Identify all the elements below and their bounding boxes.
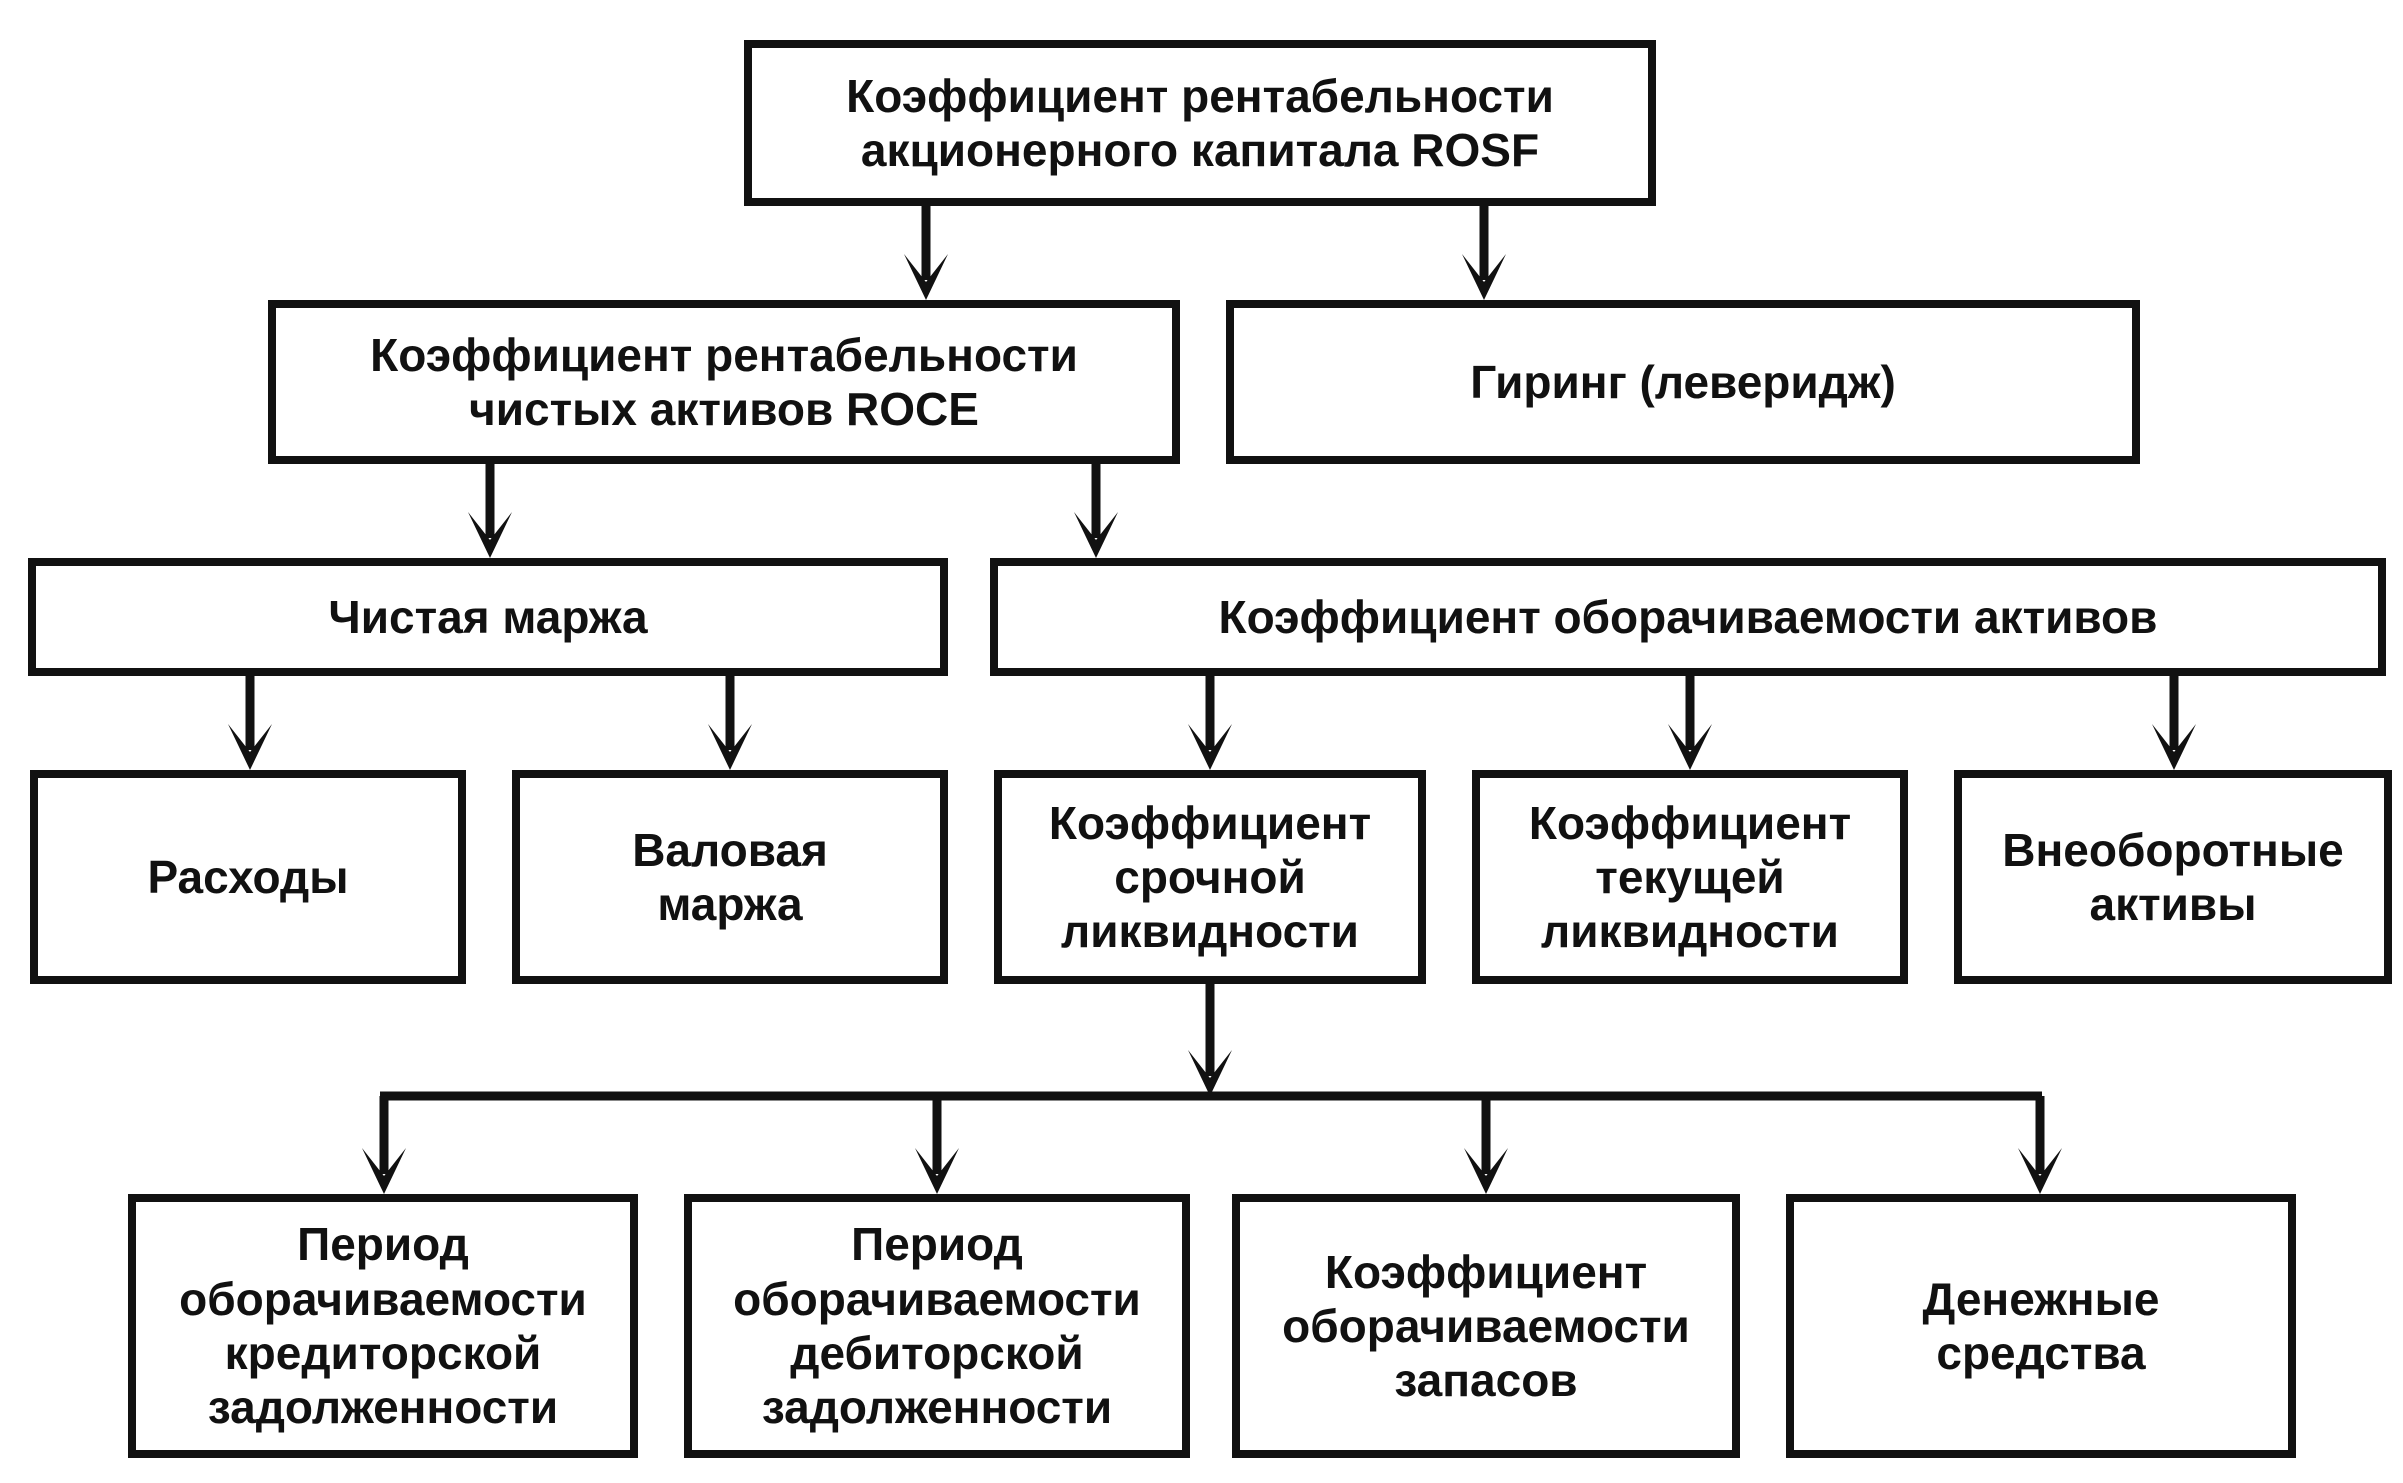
node-net-margin: Чистая маржа bbox=[28, 558, 948, 676]
node-inventory-turnover: Коэффициент оборачиваемости запасов bbox=[1232, 1194, 1740, 1458]
node-quick-ratio: Коэффициент срочной ликвидности bbox=[994, 770, 1426, 984]
node-receivables-period: Период оборачиваемости дебиторской задол… bbox=[684, 1194, 1190, 1458]
arrow-bus-to-inventory-turnover-arrowhead bbox=[1464, 1148, 1508, 1194]
arrow-roce-to-net-margin-arrowhead bbox=[468, 512, 512, 558]
node-expenses: Расходы bbox=[30, 770, 466, 984]
node-asset-turnover: Коэффициент оборачиваемости активов bbox=[990, 558, 2386, 676]
node-quick-ratio-label: Коэффициент срочной ликвидности bbox=[1048, 796, 1372, 958]
arrow-asset-turnover-to-noncurrent-assets-arrowhead bbox=[2152, 724, 2196, 770]
node-roce: Коэффициент рентабельности чистых активо… bbox=[268, 300, 1180, 464]
arrow-bus-to-receivables-period-arrowhead bbox=[915, 1148, 959, 1194]
arrow-net-margin-to-expenses-arrowhead bbox=[228, 724, 272, 770]
arrow-bus-to-payables-period-arrowhead bbox=[362, 1148, 406, 1194]
arrow-rosf-to-roce-arrowhead bbox=[904, 254, 948, 300]
node-current-ratio-label: Коэффициент текущей ликвидности bbox=[1528, 796, 1852, 958]
node-noncurrent-assets-label: Внеоборотные активы bbox=[2002, 823, 2344, 930]
node-inventory-turnover-label: Коэффициент оборачиваемости запасов bbox=[1282, 1245, 1690, 1407]
arrow-rosf-to-gearing-arrowhead bbox=[1462, 254, 1506, 300]
node-expenses-label: Расходы bbox=[147, 850, 349, 903]
arrow-asset-turnover-to-quick-ratio-arrowhead bbox=[1188, 724, 1232, 770]
node-payables-period-label: Период оборачиваемости кредиторской задо… bbox=[179, 1218, 587, 1434]
node-gross-margin: Валовая маржа bbox=[512, 770, 948, 984]
node-receivables-period-label: Период оборачиваемости дебиторской задол… bbox=[733, 1218, 1141, 1434]
node-asset-turnover-label: Коэффициент оборачиваемости активов bbox=[1218, 590, 2158, 643]
node-current-ratio: Коэффициент текущей ликвидности bbox=[1472, 770, 1908, 984]
node-gearing-label: Гиринг (леверидж) bbox=[1470, 355, 1896, 408]
node-roce-label: Коэффициент рентабельности чистых активо… bbox=[370, 328, 1078, 435]
node-cash: Денежные средства bbox=[1786, 1194, 2296, 1458]
node-cash-label: Денежные средства bbox=[1922, 1272, 2160, 1379]
node-noncurrent-assets: Внеоборотные активы bbox=[1954, 770, 2392, 984]
arrow-asset-turnover-to-current-ratio-arrowhead bbox=[1668, 724, 1712, 770]
arrow-quick-ratio-to-bus-arrowhead bbox=[1188, 1050, 1232, 1096]
node-gearing: Гиринг (леверидж) bbox=[1226, 300, 2140, 464]
node-net-margin-label: Чистая маржа bbox=[328, 590, 648, 643]
node-payables-period: Период оборачиваемости кредиторской задо… bbox=[128, 1194, 638, 1458]
arrow-net-margin-to-gross-margin-arrowhead bbox=[708, 724, 752, 770]
arrow-roce-to-asset-turnover-arrowhead bbox=[1074, 512, 1118, 558]
arrow-bus-to-cash-arrowhead bbox=[2018, 1148, 2062, 1194]
node-rosf: Коэффициент рентабельности акционерного … bbox=[744, 40, 1656, 206]
node-rosf-label: Коэффициент рентабельности акционерного … bbox=[846, 69, 1554, 176]
node-gross-margin-label: Валовая маржа bbox=[632, 823, 828, 930]
